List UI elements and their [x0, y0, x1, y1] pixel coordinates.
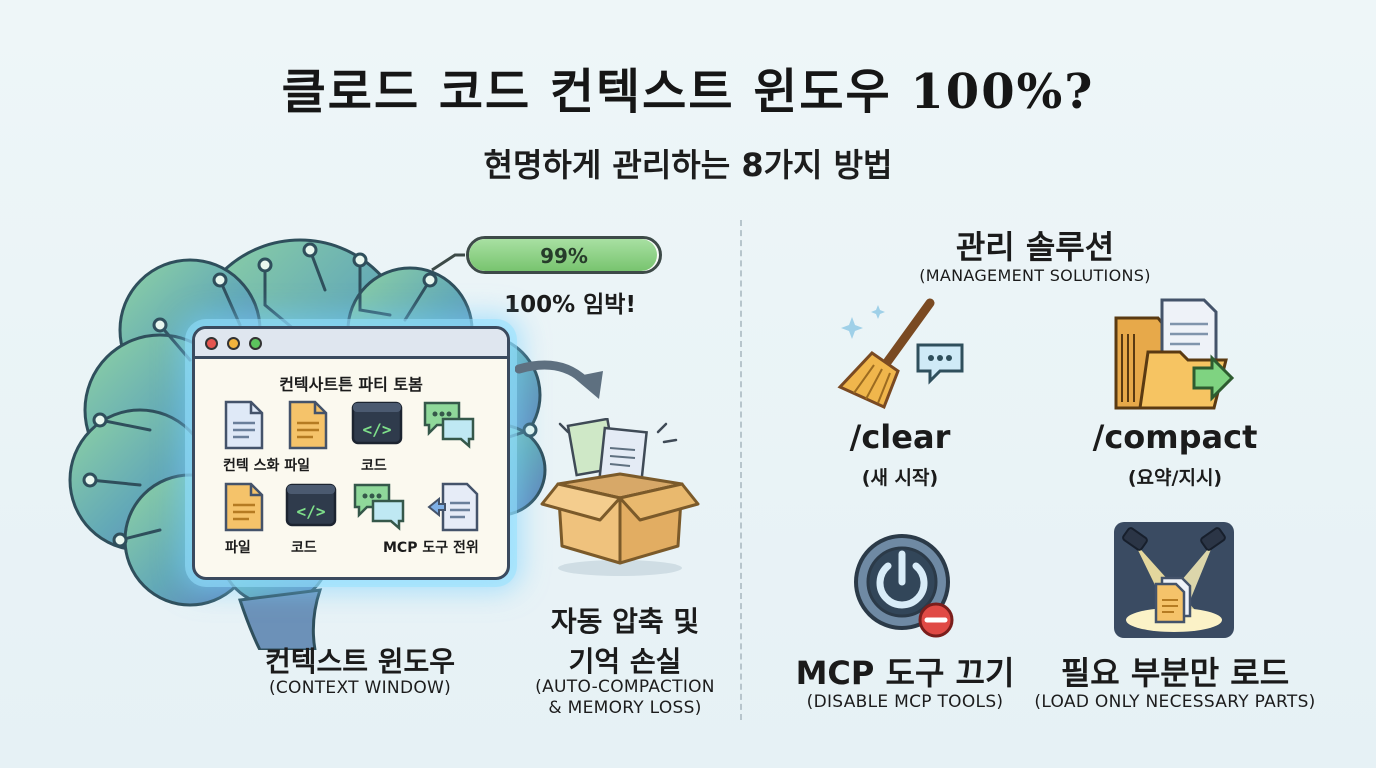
item-label: 코드 [361, 458, 387, 474]
power-off-icon [854, 534, 954, 638]
progress-fill [469, 239, 658, 271]
maximize-dot-icon [249, 337, 262, 350]
broom-icon [837, 298, 964, 410]
solution-load-desc: (LOAD ONLY NECESSARY PARTS) [1034, 692, 1316, 712]
item-label: 컨텍 스화 파일 [223, 458, 311, 474]
chat-icon [353, 483, 405, 531]
chat-icon [423, 401, 475, 449]
document-icon [224, 400, 264, 450]
solution-mcp-desc: (DISABLE MCP TOOLS) [806, 692, 1004, 712]
svg-text:</>: </> [363, 420, 392, 439]
folder-compact-icon [1114, 298, 1235, 410]
solution-clear-desc: (새 시작) [861, 467, 939, 489]
section-divider [740, 220, 742, 720]
svg-text:</>: </> [297, 502, 326, 521]
box-caption-sub-line1: (AUTO-COMPACTION [535, 677, 715, 697]
page-title: 클로드 코드 컨텍스트 윈도우 100%? [281, 64, 1095, 120]
solutions-title: 관리 솔루션 [955, 228, 1115, 266]
file-icon [224, 482, 264, 532]
spotlight-icon [1114, 522, 1234, 638]
window-title: 컨텍사트튼 파티 토봄 [279, 375, 423, 394]
warning-text: 100% 임박! [504, 292, 636, 318]
item-label: MCP 도구 전위 [383, 540, 479, 556]
progress-label: 99% [540, 244, 588, 268]
solution-load-label: 필요 부분만 로드 [1060, 654, 1290, 692]
page-subtitle: 현명하게 관리하는 8가지 방법 [483, 146, 893, 184]
context-usage-progress: 99% [466, 236, 662, 274]
transfer-doc-icon [427, 482, 479, 532]
code-icon: </> [351, 401, 403, 445]
context-window-caption-sub: (CONTEXT WINDOW) [268, 678, 452, 698]
solution-clear-label: /clear [849, 418, 951, 456]
file-icon [288, 400, 328, 450]
close-dot-icon [205, 337, 218, 350]
item-label: 코드 [291, 540, 317, 556]
solution-compact-desc: (요약/지시) [1127, 467, 1223, 489]
solutions-subtitle: (MANAGEMENT SOLUTIONS) [919, 266, 1151, 285]
code-icon: </> [285, 483, 337, 527]
compressed-box-icon [540, 418, 700, 576]
context-window-card: 컨텍사트튼 파티 토봄 </> 컨텍 스화 파일 코드 </> [192, 326, 510, 580]
context-window-caption: 컨텍스트 윈도우 [264, 645, 456, 678]
window-titlebar [195, 329, 507, 359]
solution-compact-label: /compact [1092, 418, 1258, 456]
box-caption-sub-line2: & MEMORY LOSS) [548, 698, 702, 718]
item-label: 파일 [225, 540, 251, 556]
solution-mcp-label: MCP 도구 끄기 [795, 654, 1015, 692]
box-caption-line2: 기억 손실 [568, 645, 682, 678]
box-caption-line1: 자동 압축 및 [550, 605, 700, 638]
curved-arrow-icon [515, 360, 603, 399]
minimize-dot-icon [227, 337, 240, 350]
